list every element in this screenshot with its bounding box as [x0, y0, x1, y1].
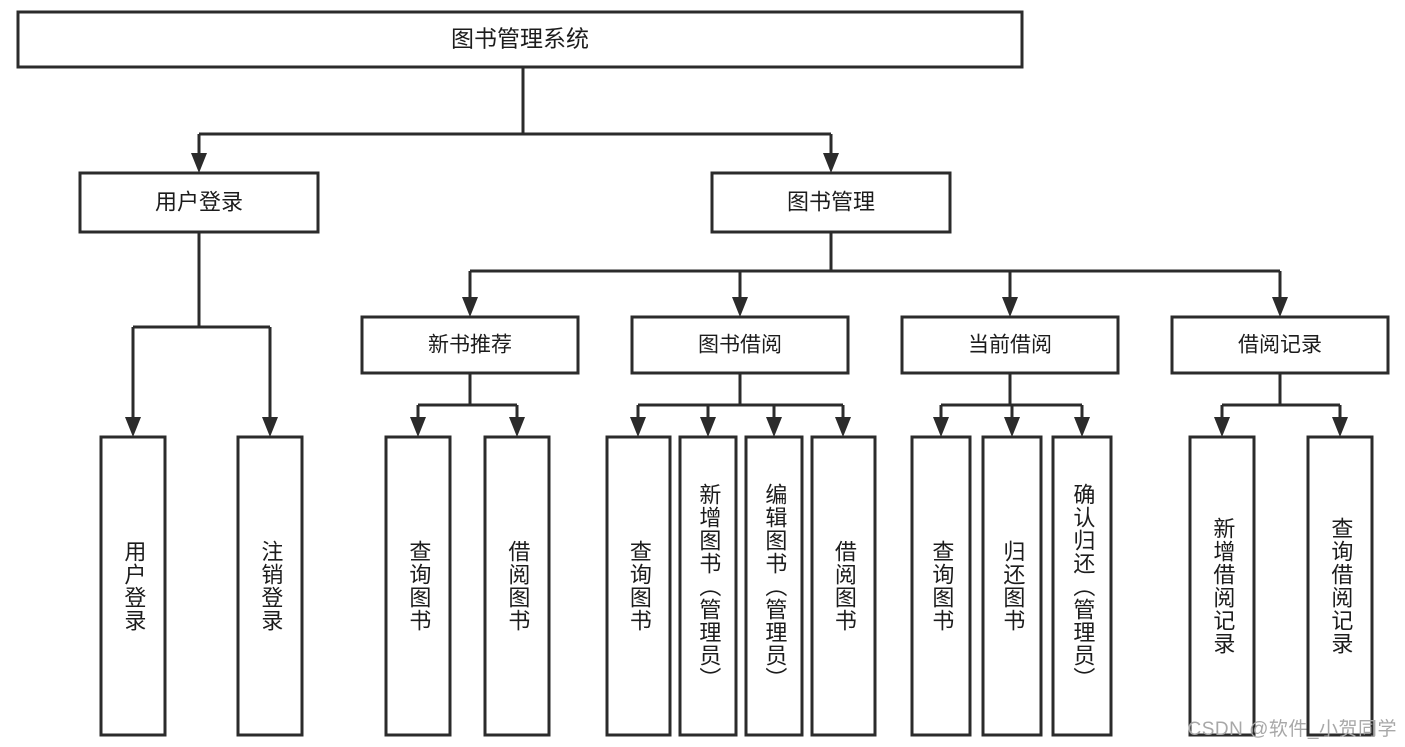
node-box-level2-3: [1170, 315, 1390, 375]
arrow-head-icon: [125, 417, 141, 437]
node-box-leaf-5: [678, 435, 738, 737]
node-box-leaf-7: [810, 435, 877, 737]
arrow-head-icon: [410, 417, 426, 437]
node-box-root: [16, 10, 1024, 69]
node-box-level1-0: [78, 171, 320, 234]
arrow-head-icon: [1002, 297, 1018, 317]
arrow-head-icon: [823, 153, 839, 173]
arrow-head-icon: [1214, 417, 1230, 437]
connectors-layer: [125, 67, 1348, 437]
node-box-leaf-10: [1051, 435, 1113, 737]
arrow-head-icon: [1074, 417, 1090, 437]
arrow-head-icon: [766, 417, 782, 437]
node-box-level2-0: [360, 315, 580, 375]
arrow-head-icon: [191, 153, 207, 173]
node-box-leaf-0: [99, 435, 167, 737]
node-box-leaf-8: [910, 435, 972, 737]
node-box-leaf-3: [483, 435, 551, 737]
arrow-head-icon: [262, 417, 278, 437]
boxes-layer: [16, 10, 1390, 737]
node-box-leaf-9: [981, 435, 1043, 737]
node-label-level2-3: 借阅记录: [1238, 334, 1322, 357]
node-label-level2-1: 图书借阅: [698, 334, 782, 357]
node-label-level2-2: 当前借阅: [968, 334, 1052, 357]
node-box-leaf-11: [1188, 435, 1256, 737]
arrow-head-icon: [462, 297, 478, 317]
node-box-level1-1: [710, 171, 952, 234]
node-box-level2-2: [900, 315, 1120, 375]
node-label-level2-0: 新书推荐: [428, 334, 512, 357]
node-label-root: 图书管理系统: [451, 26, 589, 52]
arrow-head-icon: [700, 417, 716, 437]
arrow-head-icon: [835, 417, 851, 437]
arrow-head-icon: [509, 417, 525, 437]
arrow-head-icon: [732, 297, 748, 317]
arrow-head-icon: [933, 417, 949, 437]
node-label-level1-1: 图书管理: [787, 189, 875, 214]
node-box-leaf-1: [236, 435, 304, 737]
node-box-leaf-6: [744, 435, 804, 737]
node-box-leaf-2: [384, 435, 452, 737]
node-box-level2-1: [630, 315, 850, 375]
node-box-leaf-12: [1306, 435, 1374, 737]
arrow-head-icon: [630, 417, 646, 437]
arrow-head-icon: [1332, 417, 1348, 437]
node-box-leaf-4: [605, 435, 672, 737]
watermark-text: CSDN @软件_小贺同学: [1187, 719, 1397, 740]
arrow-head-icon: [1272, 297, 1288, 317]
arrow-head-icon: [1004, 417, 1020, 437]
node-label-level1-0: 用户登录: [155, 189, 243, 214]
